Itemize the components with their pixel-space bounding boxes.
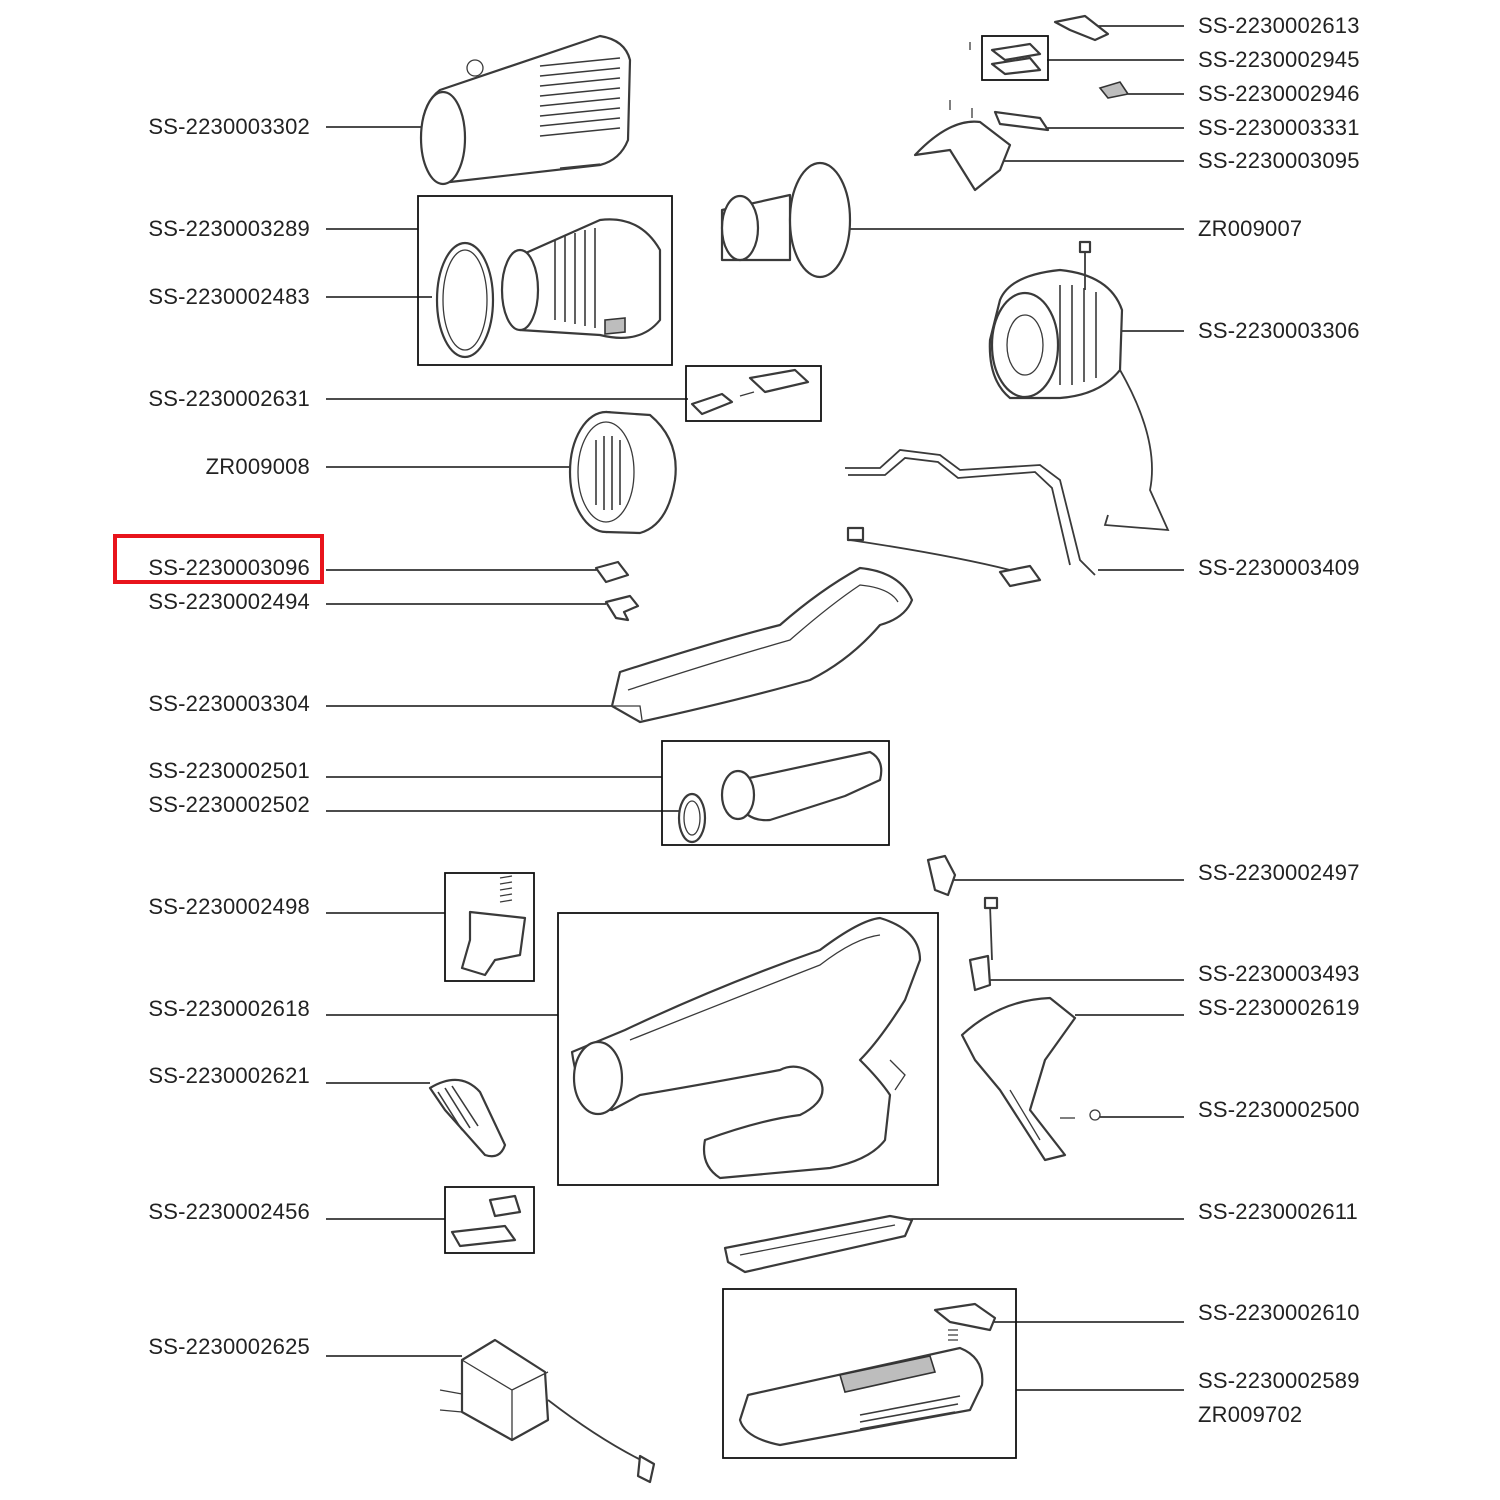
part-label-ss-2230003493[interactable]: SS-2230003493 [1198,961,1360,986]
main-body-part [570,916,922,1180]
part-label-ss-2230002619[interactable]: SS-2230002619 [1198,995,1360,1020]
part-label-ss-2230002618[interactable]: SS-2230002618 [148,996,310,1021]
part-label-ss-2230002625[interactable]: SS-2230002625 [148,1334,310,1359]
part-label-ss-2230002502[interactable]: SS-2230002502 [148,792,310,817]
leader-lines-left [326,126,688,1357]
part-label-ss-2230002589[interactable]: SS-2230002589 [1198,1368,1360,1393]
part-label-ss-2230002483[interactable]: SS-2230002483 [148,284,310,309]
rail-part [723,1214,914,1274]
part-label-zr009008[interactable]: ZR009008 [205,454,310,479]
part-label-ss-2230002500[interactable]: SS-2230002500 [1198,1097,1360,1122]
part-label-zr009702[interactable]: ZR009702 [1198,1402,1303,1427]
part-label-ss-2230003289[interactable]: SS-2230003289 [148,216,310,241]
part-label-ss-2230002611[interactable]: SS-2230002611 [1198,1199,1358,1224]
part-label-ss-2230003306[interactable]: SS-2230003306 [1198,318,1360,343]
switch-part [450,1194,522,1248]
latch-part [690,368,810,416]
cyclone-part [720,161,852,279]
wiring-part [845,369,1170,588]
part-label-ss-2230002610[interactable]: SS-2230002610 [1198,1300,1360,1325]
part-label-ss-2230002498[interactable]: SS-2230002498 [148,894,310,919]
part-label-ss-2230003302[interactable]: SS-2230003302 [148,114,310,139]
group-boxes [417,35,1049,1459]
button-part [594,560,640,622]
motor-part [988,240,1124,400]
trigger-part [460,875,527,977]
part-label-ss-2230003331[interactable]: SS-2230003331 [1198,115,1360,140]
part-label-ss-2230002456[interactable]: SS-2230002456 [148,1199,310,1224]
nozzle-part [677,750,883,844]
part-label-ss-2230003096[interactable]: SS-2230003096 [148,555,310,580]
filter-assembly-part [435,218,662,359]
part-label-ss-2230003409[interactable]: SS-2230003409 [1198,555,1360,580]
part-label-ss-2230002497[interactable]: SS-2230002497 [1198,860,1360,885]
leader-lines-right [850,25,1184,1391]
part-label-ss-2230003095[interactable]: SS-2230003095 [1198,148,1360,173]
part-label-ss-2230002494[interactable]: SS-2230002494 [148,589,310,614]
part-label-zr009007[interactable]: ZR009007 [1198,216,1303,241]
part-label-ss-2230002945[interactable]: SS-2230002945 [1198,47,1360,72]
dust-bin-part [419,34,632,186]
part-label-ss-2230002613[interactable]: SS-2230002613 [1198,13,1360,38]
handle-shell-part [610,566,914,724]
highlight-box [113,534,324,584]
part-label-ss-2230003304[interactable]: SS-2230003304 [148,691,310,716]
right-side-parts [926,854,1101,1162]
part-label-ss-2230002501[interactable]: SS-2230002501 [148,758,310,783]
part-label-ss-2230002621[interactable]: SS-2230002621 [148,1063,310,1088]
battery-part [738,1302,997,1447]
top-right-parts [913,14,1130,192]
part-label-ss-2230002631[interactable]: SS-2230002631 [148,386,310,411]
roller-brush-part [428,1078,507,1158]
part-label-ss-2230002946[interactable]: SS-2230002946 [1198,81,1360,106]
pleated-filter-part [568,410,677,535]
charger-part [439,1338,656,1484]
